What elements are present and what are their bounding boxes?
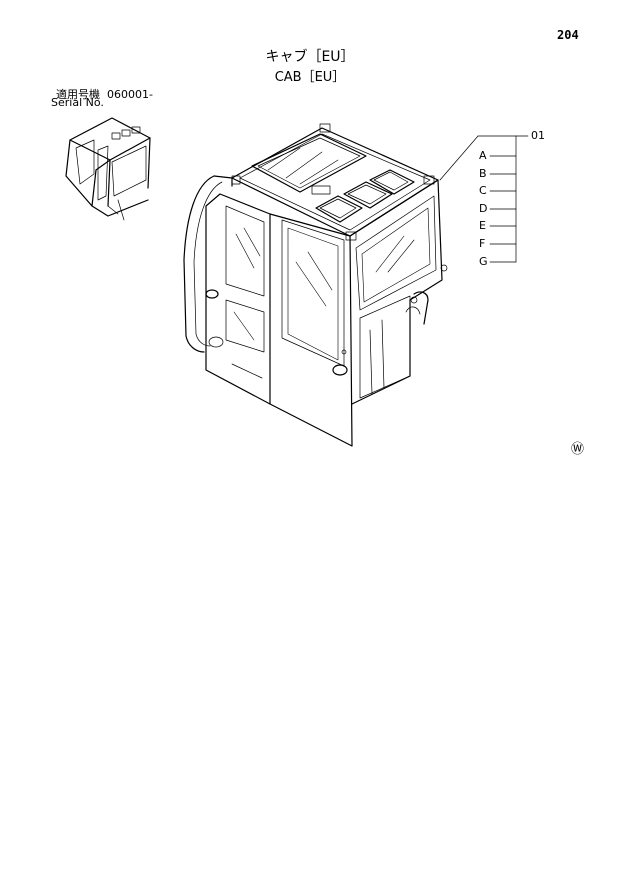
serial-label-japanese: 適用号機 xyxy=(56,88,100,101)
serial-number-from: 060001- xyxy=(107,88,153,101)
small-cab-thumbnail xyxy=(65,117,151,221)
page-number: 204 xyxy=(557,28,579,42)
callout-leaders xyxy=(439,135,529,263)
callout-label-b: B xyxy=(479,167,487,180)
callout-label-a: A xyxy=(479,149,487,162)
callout-label-g: G xyxy=(479,255,488,268)
title-english: CAB［EU］ xyxy=(274,70,346,85)
region-mark-w: Ⓦ xyxy=(571,442,585,457)
serial-line-japanese: 適用号機 060001- xyxy=(56,86,153,102)
title-japanese: キャブ［EU］ xyxy=(265,49,355,65)
callout-part-number: 01 xyxy=(531,129,545,142)
callout-label-c: C xyxy=(479,184,487,197)
main-cab xyxy=(183,123,448,447)
serial-label-english: Serial No. xyxy=(51,96,104,109)
callout-label-d: D xyxy=(479,202,488,215)
callout-label-f: F xyxy=(479,237,486,250)
callout-label-e: E xyxy=(479,219,486,232)
